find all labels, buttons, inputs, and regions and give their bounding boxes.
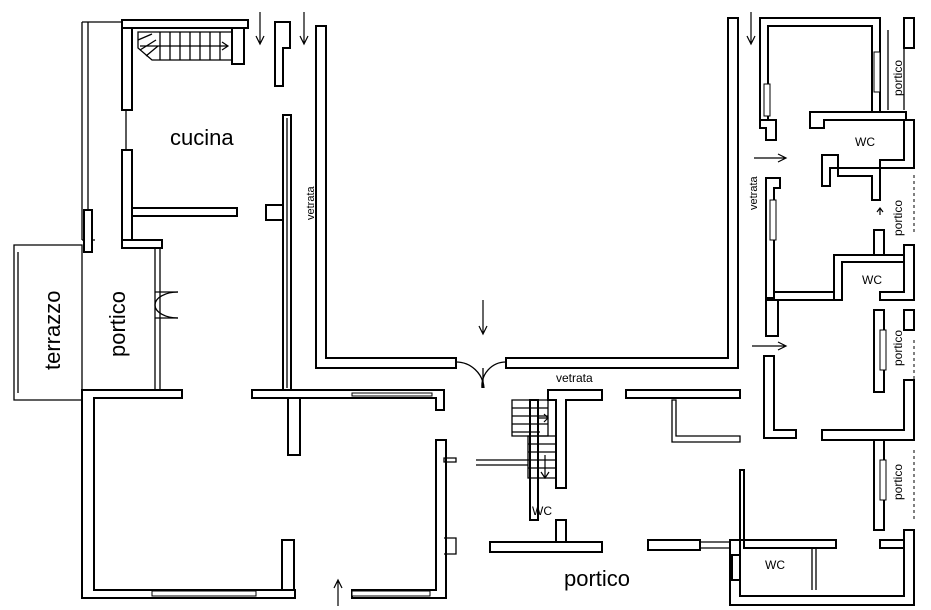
label-wc-1: WC — [855, 135, 875, 149]
label-wc-2: WC — [862, 273, 882, 287]
left-wing-walls — [13, 19, 447, 599]
label-vetrata-left: vetrata — [305, 185, 317, 220]
entry-arrows — [255, 12, 884, 606]
label-vetrata-center: vetrata — [556, 371, 593, 385]
right-wing-walls — [625, 17, 915, 606]
label-cucina: cucina — [170, 125, 234, 150]
courtyard-walls — [315, 17, 739, 389]
kitchen-stairs — [137, 31, 233, 61]
label-portico-r4: portico — [891, 464, 905, 500]
label-portico-r2: portico — [891, 200, 905, 236]
label-portico-left: portico — [105, 291, 130, 357]
label-terrazzo: terrazzo — [40, 291, 65, 370]
label-wc-3: WC — [532, 504, 552, 518]
room-labels: cucina terrazzo portico portico portico … — [40, 60, 905, 591]
label-portico-bottom: portico — [564, 566, 630, 591]
label-portico-r1: portico — [891, 60, 905, 96]
center-block-walls — [443, 389, 603, 555]
label-wc-4: WC — [765, 558, 785, 572]
label-portico-r3: portico — [891, 330, 905, 366]
left-portico-doors — [154, 291, 179, 319]
center-stairs — [511, 399, 557, 480]
label-vetrata-right: vetrata — [748, 175, 760, 210]
